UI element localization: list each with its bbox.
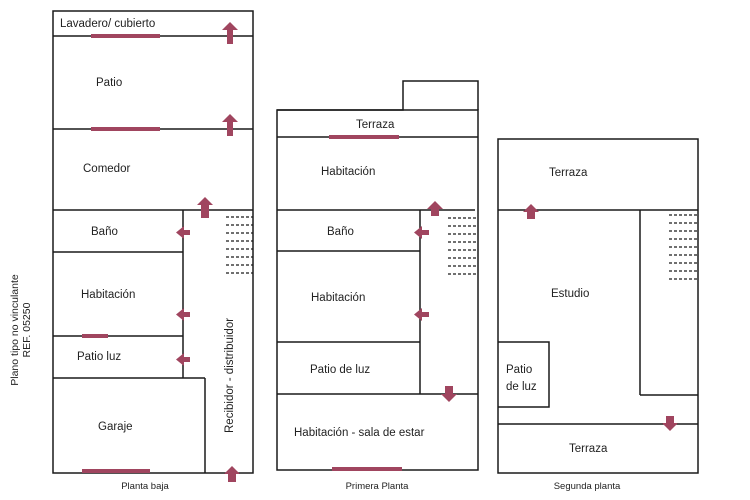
stairs <box>226 216 253 274</box>
room-estudio: Estudio <box>551 288 589 300</box>
room-lavadero: Lavadero/ cubierto <box>60 18 155 30</box>
room-terraza: Terraza <box>549 167 588 179</box>
room-terraza: Terraza <box>356 119 395 131</box>
room-habitacion: Habitación <box>321 166 375 178</box>
arrow-left-icon <box>414 308 429 321</box>
plan-primera-planta: Terraza Habitación Baño Habitación Patio… <box>276 80 479 492</box>
primera-planta-walls <box>276 80 479 471</box>
arrow-left-icon <box>414 226 429 239</box>
arrow-left-icon <box>176 353 190 366</box>
side-note: Plano tipo no vinculante REF. 05250 <box>9 274 33 386</box>
room-patio: Patio <box>96 77 122 89</box>
arrow-up-icon <box>427 201 443 216</box>
room-patio-de-luz-line1: Patio <box>506 364 532 376</box>
plan-planta-baja: Lavadero/ cubierto Patio Comedor Baño Ha… <box>52 10 254 492</box>
arrow-up-icon <box>523 204 539 219</box>
room-comedor: Comedor <box>83 163 130 175</box>
arrow-up-icon <box>222 22 238 44</box>
plan-caption: Planta baja <box>121 481 169 492</box>
room-bano: Baño <box>327 226 354 238</box>
stairs <box>669 214 697 280</box>
side-note-line1: Plano tipo no vinculante <box>9 274 21 386</box>
room-habitacion: Habitación <box>311 292 365 304</box>
arrow-up-icon <box>222 114 238 136</box>
arrow-up-icon <box>197 197 213 218</box>
room-patio-luz: Patio luz <box>77 351 121 363</box>
room-recibidor: Recibidor - distribuidor <box>224 318 236 433</box>
arrow-up-icon <box>224 466 240 482</box>
room-habitacion-sala: Habitación - sala de estar <box>294 427 425 439</box>
arrow-left-icon <box>176 308 190 321</box>
plan-segunda-planta: Terraza Estudio Patio de luz Terraza Seg… <box>497 138 699 492</box>
side-note-line2: REF. 05250 <box>21 302 33 357</box>
arrow-down-icon <box>441 386 457 402</box>
room-patio-de-luz: Patio de luz <box>310 364 370 376</box>
room-terraza: Terraza <box>569 443 608 455</box>
arrow-left-icon <box>176 226 190 239</box>
planta-baja-walls <box>52 10 254 474</box>
plan-caption: Primera Planta <box>346 481 410 492</box>
room-bano: Baño <box>91 226 118 238</box>
arrow-down-icon <box>662 416 678 431</box>
room-garaje: Garaje <box>98 421 133 433</box>
room-habitacion: Habitación <box>81 289 135 301</box>
room-patio-de-luz-line2: de luz <box>506 381 537 393</box>
plan-caption: Segunda planta <box>554 481 621 492</box>
stairs <box>448 217 477 275</box>
